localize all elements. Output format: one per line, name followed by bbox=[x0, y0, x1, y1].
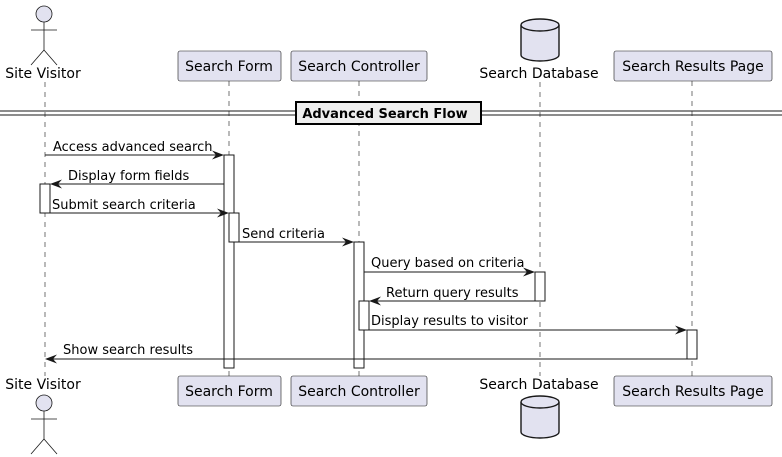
message-4: Send criteria bbox=[239, 227, 354, 247]
divider: Advanced Search Flow bbox=[0, 101, 782, 125]
message-2: Display form fields bbox=[50, 169, 224, 189]
database-icon bbox=[520, 395, 560, 439]
participant-search-form-top: Search Form bbox=[177, 50, 282, 82]
participants-bottom: Site Visitor Search Form Search Controll… bbox=[5, 375, 773, 455]
activation-search-controller-nested bbox=[358, 300, 370, 331]
message-label-1: Access advanced search bbox=[53, 140, 212, 155]
message-3: Submit search criteria bbox=[50, 198, 229, 218]
message-8: Show search results bbox=[45, 343, 687, 364]
participant-search-controller-top: Search Controller bbox=[290, 50, 428, 82]
message-label-6: Return query results bbox=[386, 286, 519, 301]
participant-label-search-controller: Search Controller bbox=[298, 59, 420, 75]
message-label-4: Send criteria bbox=[242, 227, 325, 242]
activation-search-results-page bbox=[686, 329, 698, 360]
participant-label-site-visitor: Site Visitor bbox=[5, 66, 81, 82]
participant-label-search-form-bottom: Search Form bbox=[185, 384, 273, 400]
participant-label-search-results-page-bottom: Search Results Page bbox=[622, 384, 763, 400]
message-5: Query based on criteria bbox=[364, 256, 535, 277]
messages: Access advanced search Display form fiel… bbox=[45, 140, 687, 364]
participants-top: Site Visitor Search Form Search Controll… bbox=[5, 5, 773, 82]
message-label-5: Query based on criteria bbox=[371, 256, 524, 271]
actor-site-visitor-bottom: Site Visitor bbox=[5, 377, 81, 455]
participant-label-search-results-page: Search Results Page bbox=[622, 59, 763, 75]
database-icon bbox=[520, 18, 560, 62]
participant-search-form-bottom: Search Form bbox=[177, 375, 282, 407]
participant-search-controller-bottom: Search Controller bbox=[290, 375, 428, 407]
participant-label-search-form: Search Form bbox=[185, 59, 273, 75]
activation-site-visitor bbox=[39, 183, 51, 214]
activation-search-form bbox=[223, 154, 235, 369]
message-label-7: Display results to visitor bbox=[371, 314, 529, 329]
actor-head-icon bbox=[35, 5, 53, 23]
participant-label-search-database-bottom: Search Database bbox=[479, 377, 598, 393]
activation-search-database bbox=[534, 271, 546, 302]
actor-site-visitor-top: Site Visitor bbox=[5, 5, 81, 82]
participant-search-results-page-top: Search Results Page bbox=[613, 50, 773, 82]
activation-bars bbox=[39, 154, 698, 369]
participant-search-results-page-bottom: Search Results Page bbox=[613, 375, 773, 407]
database-search-database-bottom: Search Database bbox=[479, 377, 599, 439]
lifelines bbox=[44, 81, 693, 376]
actor-head-icon bbox=[35, 394, 53, 412]
activation-search-form-nested bbox=[228, 212, 240, 243]
participant-label-search-database: Search Database bbox=[479, 66, 598, 82]
database-search-database-top: Search Database bbox=[479, 18, 599, 82]
participant-label-site-visitor-bottom: Site Visitor bbox=[5, 377, 81, 393]
message-label-3: Submit search criteria bbox=[52, 198, 196, 213]
participant-label-search-controller-bottom: Search Controller bbox=[298, 384, 420, 400]
message-label-2: Display form fields bbox=[68, 169, 190, 184]
divider-title: Advanced Search Flow bbox=[302, 107, 467, 122]
message-label-8: Show search results bbox=[63, 343, 193, 358]
message-1: Access advanced search bbox=[45, 140, 224, 160]
message-7: Display results to visitor bbox=[369, 314, 687, 335]
message-6: Return query results bbox=[369, 286, 535, 306]
